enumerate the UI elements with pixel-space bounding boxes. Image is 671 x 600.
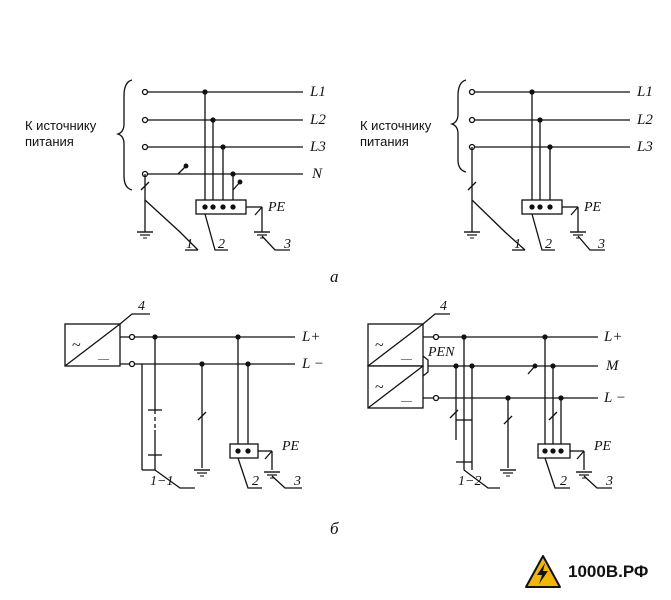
marker-3-b-right: 3 (605, 474, 613, 489)
label-pe-a-left: PE (267, 200, 286, 215)
high-voltage-icon (525, 555, 561, 588)
marker-2-b-left: 2 (252, 474, 259, 489)
diagram-a-left (115, 79, 303, 251)
symbol-ac-b-left: ~ (72, 337, 81, 354)
marker-1-1-b-left: 1−1 (150, 474, 173, 489)
site-logo[interactable]: 1000В.РФ (524, 552, 669, 592)
marker-3-a-right: 3 (597, 237, 605, 252)
diagram-b-left (64, 313, 302, 489)
label-l1-a-right: L1 (636, 84, 653, 100)
brace (115, 79, 133, 191)
label-pe-b-left: PE (281, 439, 300, 454)
symbol-ac1-b-right: ~ (375, 337, 384, 354)
diagram-b-right (367, 313, 612, 489)
source-number-b-left: 4 (138, 299, 145, 314)
marker-1-a-left: 1 (186, 237, 193, 252)
source-label-line2: питания (25, 134, 74, 149)
marker-3-b-left: 3 (293, 474, 301, 489)
caption-a: а (330, 267, 339, 286)
caption-b: б (330, 519, 339, 538)
marker-2-a-right: 2 (545, 237, 552, 252)
symbol-dc2-b-right: — (400, 395, 413, 407)
label-l2-a-right: L2 (636, 112, 653, 128)
label-l3-a-left: L3 (309, 139, 326, 155)
source-label-line1: К источнику (360, 118, 432, 133)
label-lplus-b-left: L+ (301, 329, 320, 345)
diagram-a-right (449, 79, 630, 251)
source-label-a-right: К источнику питания (360, 118, 431, 150)
label-pe-a-right: PE (583, 200, 602, 215)
marker-1-2-b-right: 1−2 (458, 474, 481, 489)
label-l2-a-left: L2 (309, 112, 326, 128)
label-n-a-left: N (311, 166, 323, 182)
symbol-dc1-b-right: — (400, 353, 413, 365)
source-label-line1: К источнику (25, 118, 97, 133)
label-l1-a-left: L1 (309, 84, 326, 100)
label-m-b-right: M (605, 358, 620, 374)
marker-3-a-left: 3 (283, 237, 291, 252)
source-label-a-left: К источнику питания (25, 118, 96, 150)
brace (449, 79, 467, 173)
label-pen-b-right: PEN (427, 345, 455, 360)
source-label-line2: питания (360, 134, 409, 149)
symbol-ac2-b-right: ~ (375, 379, 384, 396)
label-lplus-b-right: L+ (603, 329, 622, 345)
marker-2-a-left: 2 (218, 237, 225, 252)
symbol-dc-b-left: — (97, 353, 110, 365)
logo-text: 1000В.РФ (568, 562, 649, 581)
label-lminus-b-right: L − (603, 390, 626, 406)
labels: L1 L2 L3 N PE 1 2 3 L1 L2 L3 PE 1 2 3 а … (72, 84, 653, 538)
label-l3-a-right: L3 (636, 139, 653, 155)
marker-1-a-right: 1 (514, 237, 521, 252)
marker-2-b-right: 2 (560, 474, 567, 489)
label-pe-b-right: PE (593, 439, 612, 454)
label-lminus-b-left: L − (301, 356, 324, 372)
source-number-b-right: 4 (440, 299, 447, 314)
